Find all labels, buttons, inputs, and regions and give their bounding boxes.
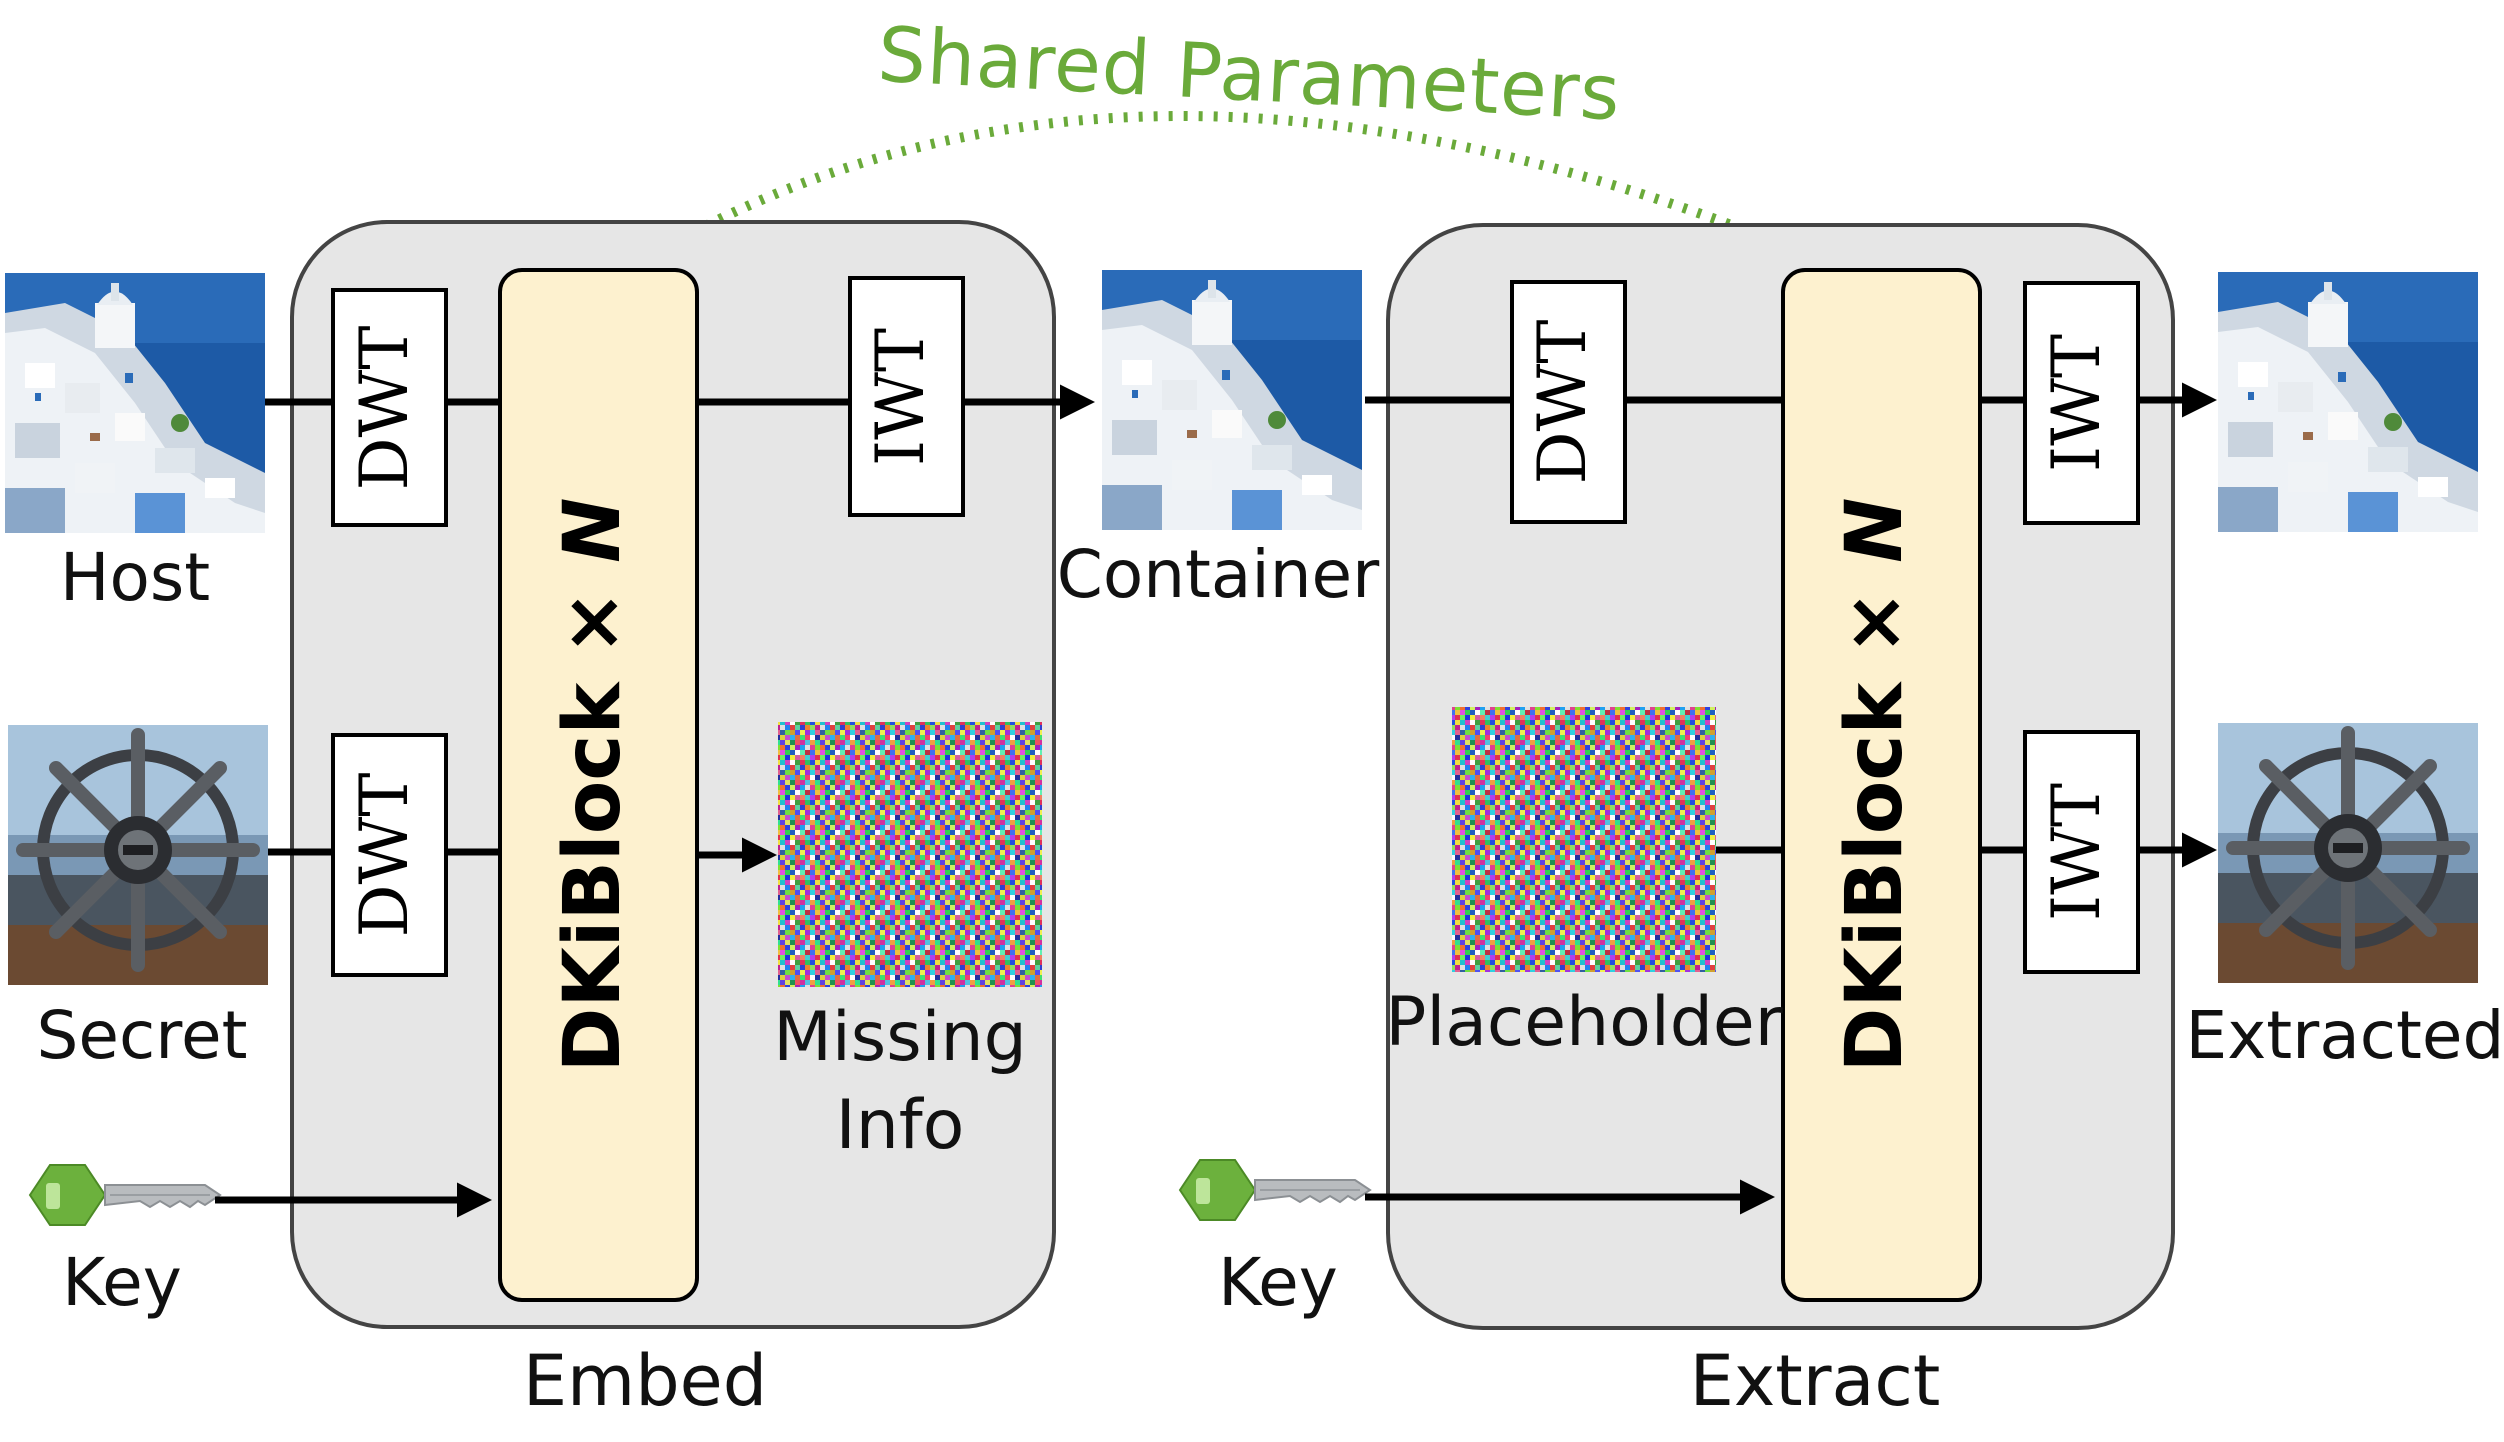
placeholder-label: Placeholder bbox=[1385, 983, 1782, 1062]
embed-dwt-bottom-label: DWT bbox=[346, 773, 423, 938]
embed-dkiblock bbox=[498, 268, 699, 1302]
extracted-label: Extracted bbox=[2186, 997, 2504, 1074]
extract-iwt-bottom-box bbox=[2023, 730, 2140, 974]
embed-iwt-label: IWT bbox=[862, 328, 939, 466]
host-image bbox=[5, 273, 265, 533]
extract-dkiblock-label: DKiBlock × N bbox=[1830, 498, 1920, 1073]
shared-parameters-arc bbox=[637, 111, 1827, 267]
extract-dwt-label: DWT bbox=[1524, 320, 1601, 485]
embed-iwt-box bbox=[848, 276, 965, 517]
embed-dkiblock-label: DKiBlock × N bbox=[548, 498, 638, 1073]
embed-n-symbol: N bbox=[548, 498, 638, 563]
missing-info-line1: Missing bbox=[773, 998, 1027, 1077]
container-image bbox=[1102, 270, 1362, 530]
missing-info-line2: Info bbox=[836, 1086, 965, 1165]
key-icon-right bbox=[1179, 1159, 1371, 1221]
extract-iwt-top-label: IWT bbox=[2038, 334, 2115, 472]
extracted-host-image bbox=[2218, 272, 2478, 532]
secret-image bbox=[8, 725, 268, 985]
shared-parameters-title: Shared Parameters bbox=[876, 10, 1623, 138]
extract-dkiblock bbox=[1781, 268, 1982, 1302]
missing-info-noise bbox=[778, 722, 1042, 987]
host-label: Host bbox=[60, 539, 210, 616]
extract-label: Extract bbox=[1690, 1340, 1941, 1422]
key-label-right: Key bbox=[1218, 1244, 1338, 1321]
secret-label: Secret bbox=[37, 997, 248, 1074]
key-icon-left bbox=[29, 1164, 221, 1226]
extract-n-symbol: N bbox=[1830, 498, 1920, 563]
embed-dwt-bottom-box bbox=[331, 733, 448, 977]
placeholder-noise bbox=[1452, 707, 1716, 972]
key-label-left: Key bbox=[62, 1244, 182, 1321]
connectors bbox=[215, 382, 2217, 1218]
container-label: Container bbox=[1057, 536, 1380, 613]
extract-iwt-bottom-label: IWT bbox=[2038, 783, 2115, 921]
embed-dwt-top-box bbox=[331, 288, 448, 527]
embed-label: Embed bbox=[523, 1340, 767, 1422]
extracted-secret-image bbox=[2218, 723, 2478, 983]
embed-dwt-top-label: DWT bbox=[346, 326, 423, 491]
